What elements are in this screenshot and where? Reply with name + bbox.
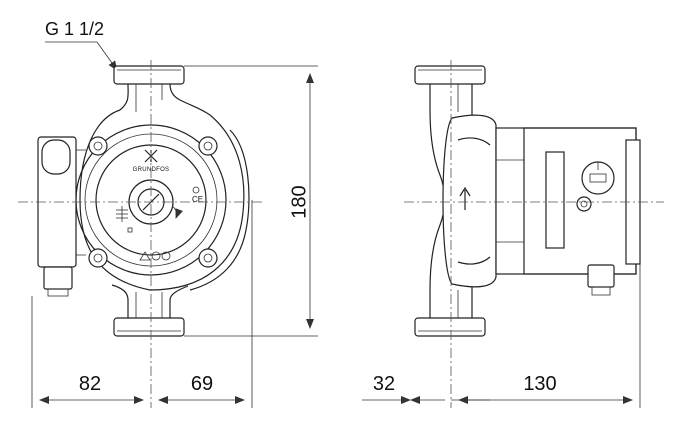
side-view [414, 65, 641, 337]
side-top-flange [414, 65, 486, 85]
bottom-flange [113, 317, 185, 337]
dim-front-widths: 82 69 [31, 200, 253, 408]
bolt-bottom-left [88, 248, 108, 268]
warning-symbols [139, 251, 171, 261]
thread-label: G 1 1/2 [45, 19, 104, 39]
side-cable-gland [587, 264, 615, 288]
bolt-top-left [88, 136, 108, 156]
display-window [545, 151, 565, 249]
top-flange [113, 65, 185, 85]
dim-left-width-label: 82 [79, 373, 101, 395]
side-bottom-flange [414, 317, 486, 337]
bolt-bottom-right [198, 248, 218, 268]
bolt-top-right [198, 136, 218, 156]
front-view: GRUNDFOS CE [37, 65, 250, 337]
cable-gland [43, 266, 73, 290]
dim-right-width-label: 69 [191, 373, 213, 395]
volute-outer [79, 109, 245, 291]
dim-height-label: 180 [288, 185, 310, 218]
dim-height: 180 [184, 65, 318, 337]
motor-body [495, 127, 637, 275]
dim-side-widths: 32 130 [362, 264, 641, 408]
indicator-light [576, 196, 592, 212]
pump-body-left [429, 84, 446, 318]
thread-callout: G 1 1/2 [45, 19, 118, 71]
speed-symbols [116, 206, 133, 233]
dim-side-offset-label: 32 [373, 373, 395, 395]
flow-direction-arrow [459, 186, 471, 210]
leader-arrow [96, 41, 118, 71]
dim-side-depth-label: 130 [523, 373, 556, 395]
ce-mark: CE [192, 195, 203, 204]
motor-flange [442, 114, 497, 288]
